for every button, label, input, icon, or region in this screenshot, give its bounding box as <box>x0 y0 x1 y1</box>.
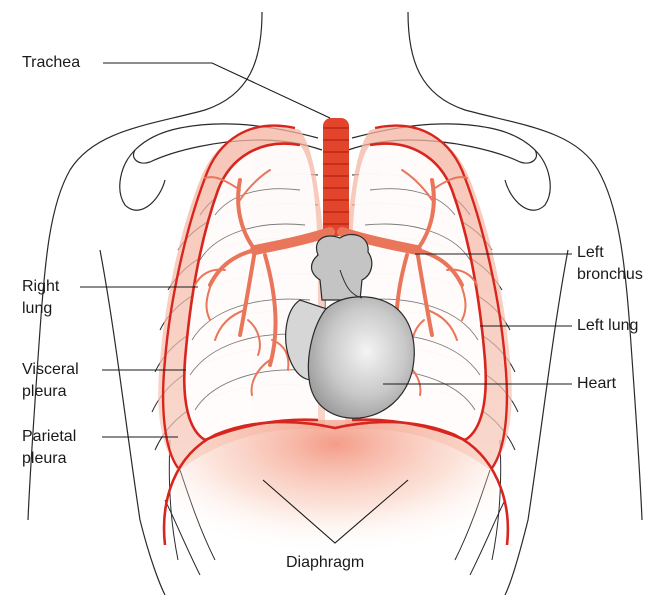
label-right-lung-line2: lung <box>22 298 59 320</box>
trachea <box>323 118 349 236</box>
label-right-lung: Right lung <box>22 276 59 320</box>
label-parietal-line2: pleura <box>22 448 76 470</box>
label-left-lung-text: Left lung <box>577 317 638 334</box>
label-visceral-line2: pleura <box>22 381 79 403</box>
label-diaphragm: Diaphragm <box>286 552 364 574</box>
label-parietal-pleura: Parietal pleura <box>22 426 76 470</box>
label-right-lung-line1: Right <box>22 276 59 298</box>
label-left-bronchus-line1: Left <box>577 242 643 264</box>
label-heart: Heart <box>577 373 616 395</box>
label-visceral-line1: Visceral <box>22 359 79 381</box>
label-diaphragm-text: Diaphragm <box>286 554 364 571</box>
label-parietal-line1: Parietal <box>22 426 76 448</box>
label-left-bronchus: Left bronchus <box>577 242 643 286</box>
label-left-lung: Left lung <box>577 315 638 337</box>
label-heart-text: Heart <box>577 375 616 392</box>
label-left-bronchus-line2: bronchus <box>577 264 643 286</box>
label-trachea-text: Trachea <box>22 54 80 71</box>
label-visceral-pleura: Visceral pleura <box>22 359 79 403</box>
label-trachea: Trachea <box>22 52 80 74</box>
